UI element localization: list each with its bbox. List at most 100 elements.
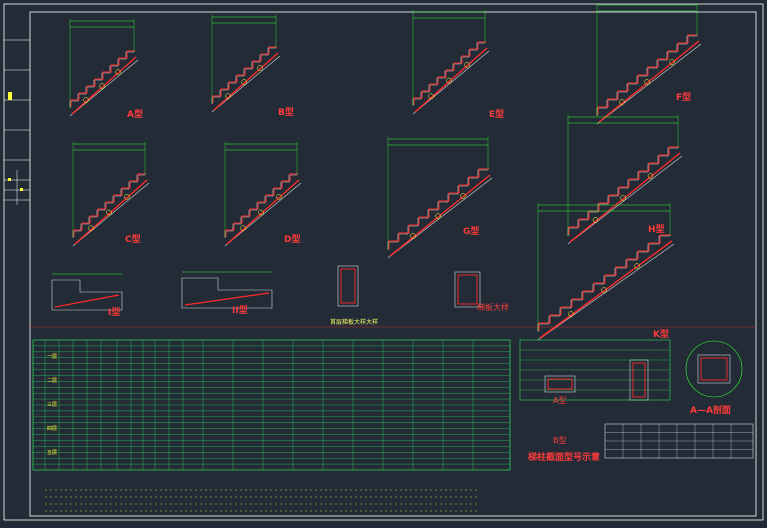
table-floor-label: 一层 <box>47 354 57 360</box>
stair-k-rebar-top <box>538 234 671 331</box>
stair-a-rebar-top <box>70 50 135 107</box>
label-type-a: A型 <box>127 108 143 120</box>
detail-column-1-stirrup <box>340 268 356 304</box>
stair-e-slab <box>412 50 490 115</box>
stair-a-marker <box>83 97 89 103</box>
stair-k-marker <box>601 287 607 293</box>
column-section-a-box <box>544 375 576 393</box>
stair-g <box>387 137 493 259</box>
section-aa-box-box <box>697 354 731 384</box>
stair-f-slab <box>596 43 702 125</box>
table-floor-label: 二层 <box>47 378 57 384</box>
label-column-a: A型 <box>553 396 566 405</box>
label-type-h: H型 <box>648 223 665 235</box>
stair-k-rebar <box>539 240 673 339</box>
stair-f-marker <box>669 59 675 65</box>
stair-a-rebar <box>71 56 137 115</box>
left-title-strip <box>4 39 30 205</box>
stair-d-rebar-top <box>225 173 298 237</box>
label-type-g: G型 <box>463 225 479 237</box>
stair-e-marker <box>428 93 434 99</box>
stair-f-rebar-top <box>597 34 698 115</box>
stair-a-marker <box>99 83 105 89</box>
detail-ii-outline <box>181 277 273 309</box>
stair-e-profile <box>412 42 485 106</box>
stair-g-rebar-top <box>388 168 489 249</box>
stair-c-profile <box>72 174 145 238</box>
column-section-a-stirrup <box>547 378 573 390</box>
stair-k-marker <box>568 311 574 317</box>
label-type-i: I型 <box>108 306 120 318</box>
stair-e <box>412 10 490 115</box>
stair-h-rebar-top <box>568 146 679 235</box>
detail-i <box>51 273 123 311</box>
detail-wedge <box>454 271 481 308</box>
column-section-a <box>544 375 576 393</box>
stair-h-marker <box>592 217 599 223</box>
label-type-f: F型 <box>676 91 691 103</box>
stair-h-marker <box>620 195 626 201</box>
stair-c <box>72 142 150 247</box>
stair-b-rebar-top <box>212 46 277 103</box>
stair-f-marker <box>644 79 650 85</box>
stair-k-profile <box>537 235 670 332</box>
stair-g-slab <box>387 177 493 259</box>
stair-c-marker <box>106 209 112 216</box>
stair-k <box>537 203 675 341</box>
stair-c-rebar <box>74 179 148 245</box>
stair-f-marker <box>619 99 625 105</box>
section-aa-box-stirrup <box>700 357 728 381</box>
stair-d-rebar <box>226 179 300 245</box>
label-type-k: K型 <box>653 328 669 340</box>
label-column-b: B型 <box>553 436 567 445</box>
stair-a-marker <box>115 69 121 75</box>
stair-a-slab <box>69 59 139 117</box>
stair-f-profile <box>596 35 697 116</box>
stair-b-rebar <box>213 52 279 111</box>
detail-i-rebar <box>54 294 120 308</box>
stair-d <box>224 142 302 247</box>
stair-e-rebar <box>414 47 488 113</box>
label-type-c: C型 <box>125 233 141 245</box>
stair-h-slab <box>567 155 683 245</box>
detail-column-1 <box>337 265 359 307</box>
stair-c-marker <box>88 225 94 231</box>
detail-wedge-stirrup <box>457 274 478 305</box>
stair-b-profile <box>211 47 276 104</box>
stair-c-rebar-top <box>73 173 146 237</box>
stair-e-rebar-top <box>413 41 486 105</box>
label-column-section-title: 梯柱截面型号示意 <box>528 451 600 463</box>
detail-ii <box>181 271 273 309</box>
stair-b <box>211 15 281 113</box>
label-stair-note: 梯板大样 <box>477 302 509 312</box>
stair-a <box>69 19 139 117</box>
stair-h-rebar <box>569 152 681 243</box>
label-type-ii: II型 <box>232 304 248 316</box>
stair-h-profile <box>567 147 678 236</box>
table-floor-label: 四层 <box>47 426 57 432</box>
stair-k-slab <box>537 243 675 341</box>
label-type-d: D型 <box>284 233 300 245</box>
table-floor-label: 三层 <box>47 402 57 408</box>
stair-d-marker <box>258 209 264 216</box>
label-type-b: B型 <box>278 106 294 118</box>
stair-g-marker <box>435 213 441 219</box>
stair-g-profile <box>387 169 488 250</box>
stair-f-rebar <box>598 40 700 123</box>
stair-g-rebar <box>389 174 491 257</box>
stair-e-marker <box>464 62 470 68</box>
stair-b-slab <box>211 55 281 113</box>
detail-wedge-box <box>454 271 481 308</box>
stair-k-marker <box>634 263 640 269</box>
stair-b-marker <box>241 79 247 85</box>
label-detail-text: 首层梯板大样大样 <box>330 318 378 326</box>
stair-d-marker <box>276 194 282 200</box>
detail-column-1-box <box>337 265 359 307</box>
stair-c-slab <box>72 182 150 247</box>
label-section-aa: A—A剖面 <box>690 404 731 416</box>
stair-g-marker <box>410 233 416 239</box>
table-floor-label: 五层 <box>47 450 57 456</box>
